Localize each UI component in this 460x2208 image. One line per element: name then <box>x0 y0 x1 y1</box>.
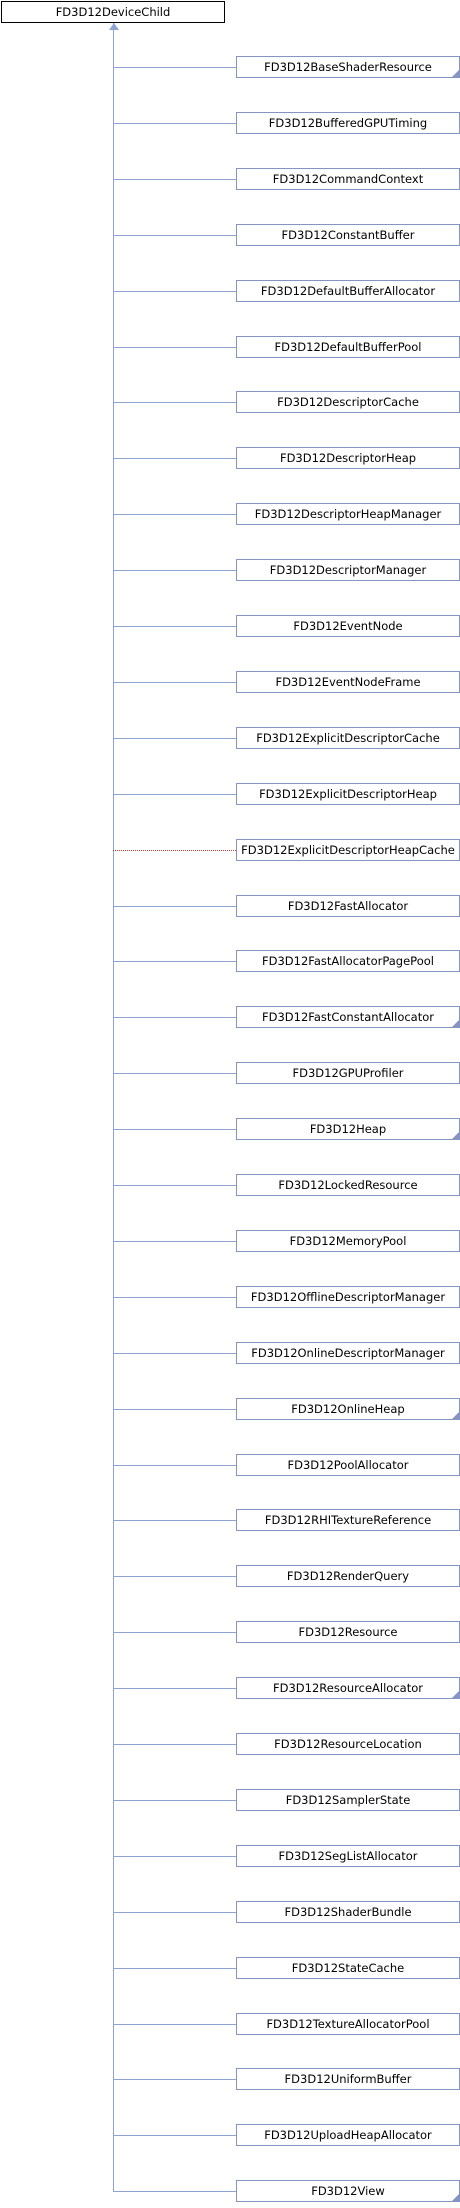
derived-class-node[interactable]: FD3D12ResourceLocation <box>236 1733 460 1755</box>
inheritance-link-line <box>113 682 236 683</box>
inheritance-link-line <box>113 1409 236 1410</box>
derived-class-node[interactable]: FD3D12FastAllocator <box>236 895 460 917</box>
inheritance-link-line <box>113 1465 236 1466</box>
derived-class-node[interactable]: FD3D12DescriptorCache <box>236 391 460 413</box>
inheritance-link-line <box>113 738 236 739</box>
inheritance-link-line <box>113 850 236 851</box>
derived-class-node[interactable]: FD3D12BufferedGPUTiming <box>236 112 460 134</box>
derived-class-node[interactable]: FD3D12SegListAllocator <box>236 1845 460 1867</box>
inheritance-link-line <box>113 1129 236 1130</box>
derived-class-node[interactable]: FD3D12Resource <box>236 1621 460 1643</box>
derived-class-node[interactable]: FD3D12ExplicitDescriptorHeapCache <box>236 839 460 861</box>
inheritance-link-line <box>113 1017 236 1018</box>
inheritance-link-line <box>113 906 236 907</box>
derived-class-node[interactable]: FD3D12EventNode <box>236 615 460 637</box>
derived-class-node[interactable]: FD3D12BaseShaderResource <box>236 56 460 78</box>
inheritance-trunk-line <box>113 22 114 2191</box>
derived-class-node[interactable]: FD3D12EventNodeFrame <box>236 671 460 693</box>
inheritance-link-line <box>113 961 236 962</box>
derived-class-node[interactable]: FD3D12ConstantBuffer <box>236 224 460 246</box>
derived-class-node[interactable]: FD3D12ExplicitDescriptorCache <box>236 727 460 749</box>
inheritance-link-line <box>113 1353 236 1354</box>
derived-class-node[interactable]: FD3D12View <box>236 2180 460 2202</box>
inheritance-link-line <box>113 514 236 515</box>
inheritance-link-line <box>113 235 236 236</box>
inheritance-link-line <box>113 1632 236 1633</box>
derived-class-node[interactable]: FD3D12CommandContext <box>236 168 460 190</box>
derived-class-node[interactable]: FD3D12LockedResource <box>236 1174 460 1196</box>
inheritance-link-line <box>113 1576 236 1577</box>
inheritance-link-line <box>113 794 236 795</box>
derived-class-node[interactable]: FD3D12DescriptorHeapManager <box>236 503 460 525</box>
derived-class-node[interactable]: FD3D12ExplicitDescriptorHeap <box>236 783 460 805</box>
derived-class-node[interactable]: FD3D12PoolAllocator <box>236 1454 460 1476</box>
derived-class-node[interactable]: FD3D12FastConstantAllocator <box>236 1006 460 1028</box>
derived-class-node[interactable]: FD3D12TextureAllocatorPool <box>236 2013 460 2035</box>
inheritance-link-line <box>113 402 236 403</box>
derived-class-node[interactable]: FD3D12RHITextureReference <box>236 1509 460 1531</box>
derived-class-node[interactable]: FD3D12DefaultBufferAllocator <box>236 280 460 302</box>
derived-class-node[interactable]: FD3D12DescriptorManager <box>236 559 460 581</box>
inheritance-link-line <box>113 347 236 348</box>
inheritance-link-line <box>113 2191 236 2192</box>
inheritance-link-line <box>113 2135 236 2136</box>
inheritance-link-line <box>113 1800 236 1801</box>
derived-class-node[interactable]: FD3D12ResourceAllocator <box>236 1677 460 1699</box>
inheritance-link-line <box>113 1520 236 1521</box>
inheritance-link-line <box>113 2024 236 2025</box>
derived-class-node[interactable]: FD3D12GPUProfiler <box>236 1062 460 1084</box>
derived-class-node[interactable]: FD3D12OnlineHeap <box>236 1398 460 1420</box>
derived-class-node[interactable]: FD3D12OfflineDescriptorManager <box>236 1286 460 1308</box>
inheritance-link-line <box>113 2079 236 2080</box>
inheritance-link-line <box>113 1688 236 1689</box>
derived-class-node[interactable]: FD3D12OnlineDescriptorManager <box>236 1342 460 1364</box>
inheritance-link-line <box>113 67 236 68</box>
derived-class-node[interactable]: FD3D12DescriptorHeap <box>236 447 460 469</box>
inheritance-link-line <box>113 1185 236 1186</box>
inheritance-link-line <box>113 1968 236 1969</box>
derived-class-node[interactable]: FD3D12UploadHeapAllocator <box>236 2124 460 2146</box>
derived-class-node[interactable]: FD3D12MemoryPool <box>236 1230 460 1252</box>
derived-class-node[interactable]: FD3D12DefaultBufferPool <box>236 336 460 358</box>
inheritance-link-line <box>113 1073 236 1074</box>
inheritance-link-line <box>113 123 236 124</box>
inheritance-link-line <box>113 626 236 627</box>
derived-class-node[interactable]: FD3D12SamplerState <box>236 1789 460 1811</box>
inheritance-link-line <box>113 458 236 459</box>
derived-class-node[interactable]: FD3D12RenderQuery <box>236 1565 460 1587</box>
inheritance-link-line <box>113 1241 236 1242</box>
derived-class-node[interactable]: FD3D12Heap <box>236 1118 460 1140</box>
derived-class-node[interactable]: FD3D12StateCache <box>236 1957 460 1979</box>
inheritance-arrow-icon <box>109 23 119 30</box>
inheritance-link-line <box>113 1744 236 1745</box>
derived-class-node[interactable]: FD3D12FastAllocatorPagePool <box>236 950 460 972</box>
inheritance-link-line <box>113 291 236 292</box>
inheritance-link-line <box>113 1856 236 1857</box>
inheritance-link-line <box>113 1297 236 1298</box>
derived-class-node[interactable]: FD3D12UniformBuffer <box>236 2068 460 2090</box>
derived-class-node[interactable]: FD3D12ShaderBundle <box>236 1901 460 1923</box>
root-class-node: FD3D12DeviceChild <box>1 1 225 23</box>
inheritance-link-line <box>113 570 236 571</box>
inheritance-link-line <box>113 179 236 180</box>
inheritance-link-line <box>113 1912 236 1913</box>
